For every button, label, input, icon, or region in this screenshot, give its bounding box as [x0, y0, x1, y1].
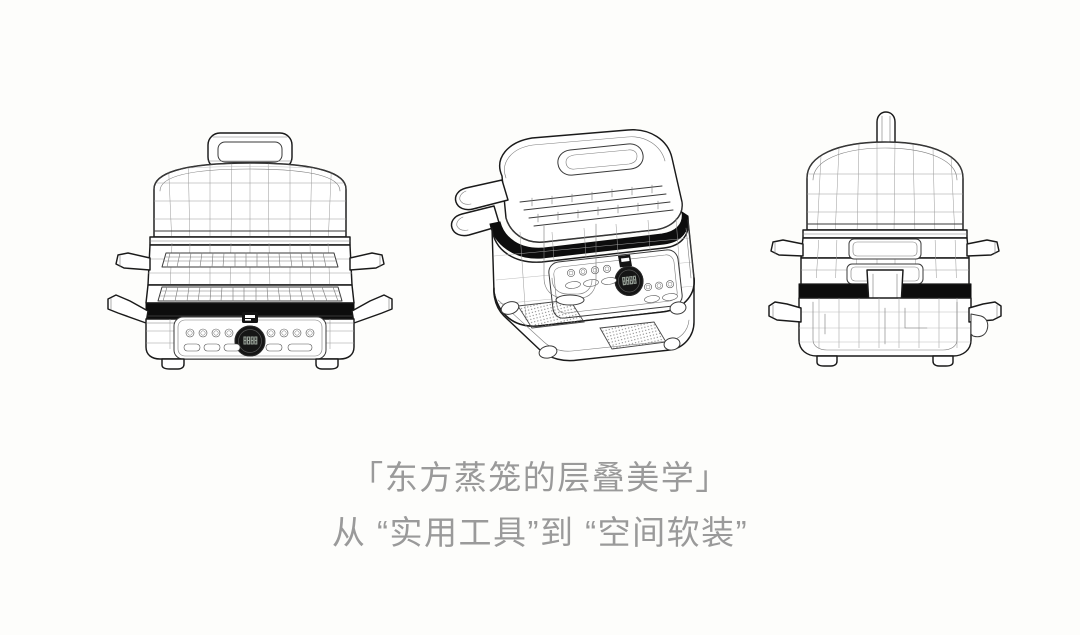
lid-wireframe [154, 163, 346, 240]
base-feet [161, 358, 339, 370]
upper-side-handle-left [770, 239, 804, 257]
caption-line-1: 「东方蒸笼的层叠美学」 [350, 459, 730, 496]
upper-side-handle-right [349, 252, 385, 271]
steam-vent-louvers [519, 184, 674, 227]
caption-line-2: 从 “实用工具”到 “空间软装” [331, 513, 749, 551]
display-digits [243, 336, 258, 345]
lid-wireframe [807, 141, 963, 234]
angled-view-drawing [450, 129, 696, 362]
upper-side-handle-right [966, 239, 1000, 257]
lid-assembly [499, 129, 683, 243]
upper-steam-tray [161, 252, 339, 268]
base-feet [500, 301, 687, 359]
digital-display[interactable] [613, 265, 644, 297]
lid-side-handle [450, 179, 509, 237]
top-handle [207, 132, 293, 170]
display-digits [621, 275, 637, 286]
lid [149, 162, 351, 246]
product-illustration-rear-view [765, 108, 1005, 368]
accent-band [489, 210, 689, 259]
base-feet [816, 355, 954, 367]
latch-plate-upper [848, 238, 922, 260]
control-panel[interactable] [173, 312, 327, 360]
steam-cone [543, 223, 597, 306]
rear-view-drawing [768, 111, 1002, 367]
lid [802, 141, 968, 239]
power-socket [970, 313, 989, 338]
bottom-plate [493, 277, 695, 362]
appliance-base [798, 297, 972, 357]
lower-steam-tray [157, 286, 343, 302]
button-group-right[interactable] [265, 328, 315, 352]
front-view-drawing [107, 132, 393, 370]
product-illustration-angled-view [432, 128, 702, 368]
lower-basket [145, 284, 355, 304]
product-illustration-front-view [100, 125, 400, 375]
button-group-left[interactable] [183, 328, 241, 352]
lower-side-handle-right [351, 294, 393, 324]
vent-mesh-left [517, 299, 585, 329]
button-group-left[interactable] [565, 264, 617, 289]
lower-side-handle-left [107, 294, 149, 324]
brand-logo-badge [242, 312, 258, 323]
lower-side-handle-left [768, 301, 802, 323]
lid-handle-recess [557, 143, 644, 176]
upper-side-handle-left [115, 252, 151, 271]
upper-basket [147, 243, 353, 286]
caption-block: 「东方蒸笼的层叠美学」 从 “实用工具”到 “空间软装” [0, 455, 1080, 557]
digital-display[interactable] [234, 325, 266, 357]
brand-logo-badge [618, 254, 632, 268]
button-group-right[interactable] [644, 280, 678, 304]
